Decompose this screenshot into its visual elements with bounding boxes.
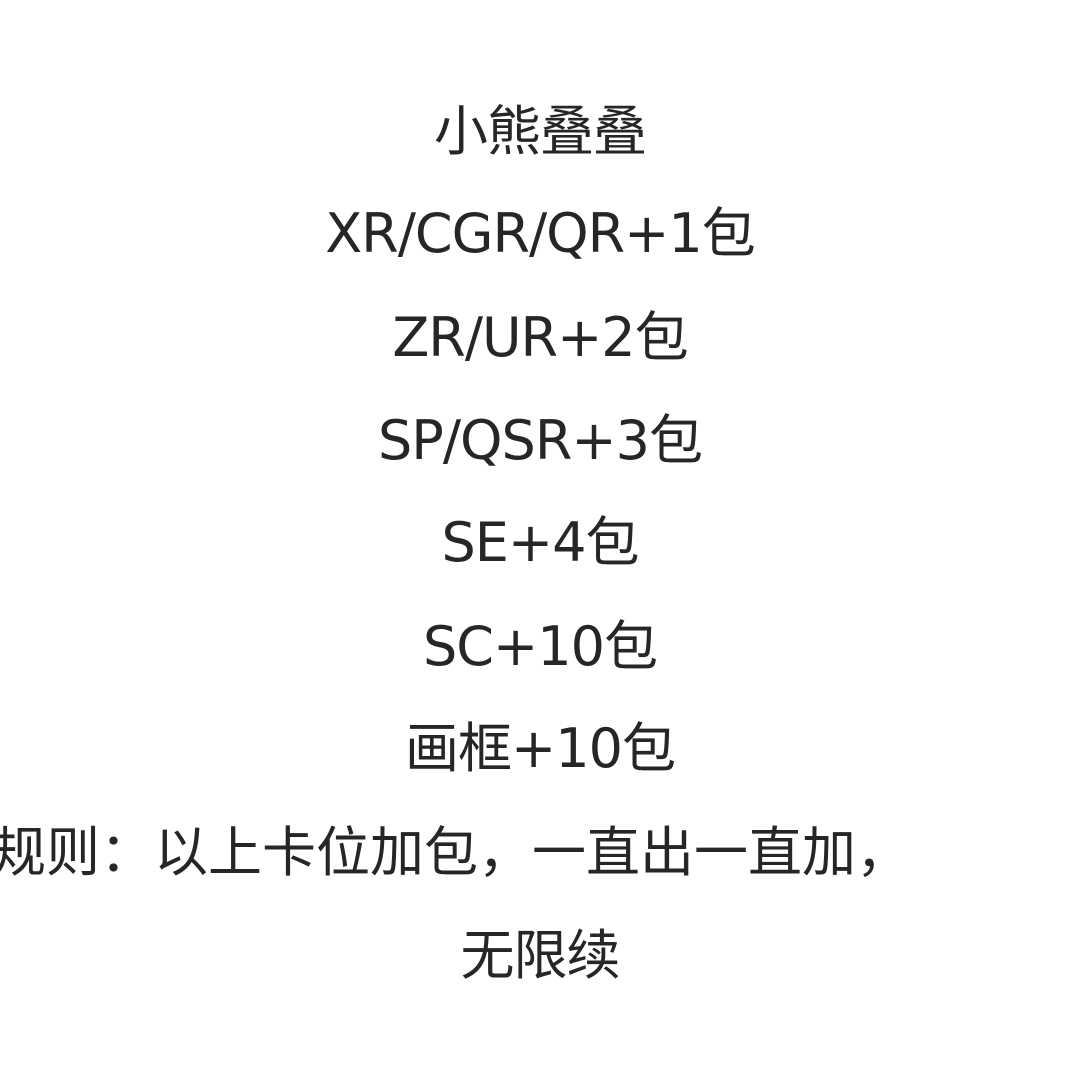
rule-text: 规则：以上卡位加包，一直出一直加，: [0, 821, 910, 884]
reward-line-5: SC+10包: [423, 615, 658, 678]
reward-line-6: 画框+10包: [405, 717, 676, 780]
reward-line-3: SP/QSR+3包: [378, 409, 703, 472]
page-title: 小熊叠叠: [434, 100, 647, 163]
reward-line-2: ZR/UR+2包: [392, 306, 688, 369]
reward-line-4: SE+4包: [441, 511, 640, 574]
reward-line-1: XR/CGR/QR+1包: [325, 202, 756, 265]
rule-text-continued: 无限续: [460, 924, 621, 987]
